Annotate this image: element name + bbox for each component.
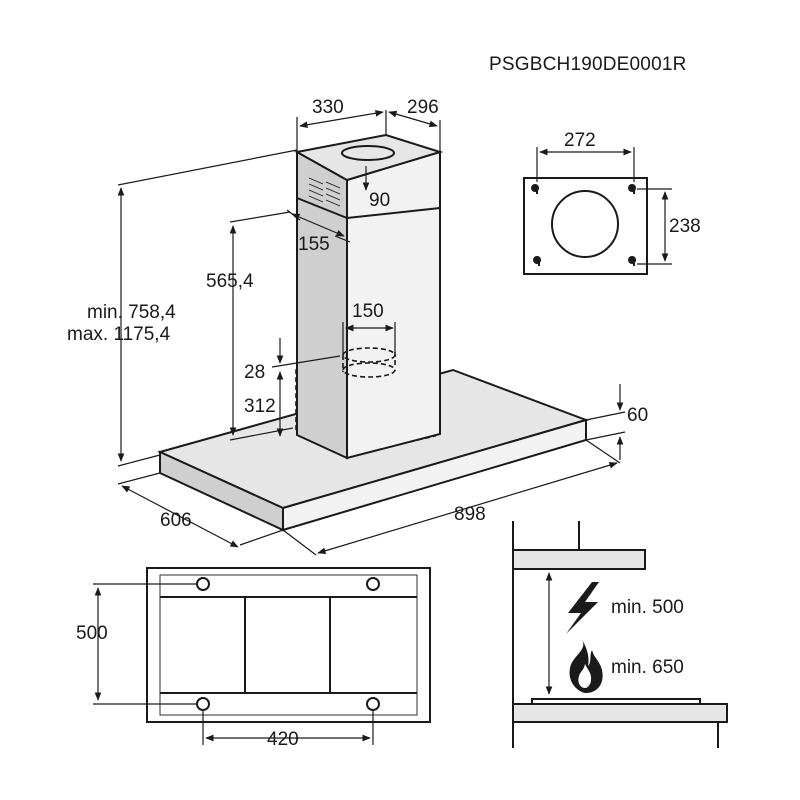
dim-bracket-height: 238: [669, 216, 701, 237]
document-code: PSGBCH190DE0001R: [489, 54, 687, 75]
clearance-electric-label: min. 500: [611, 597, 684, 618]
clearance-gas-label: min. 650: [611, 657, 684, 678]
dim-outlet-gap: 28: [244, 362, 265, 383]
dim-canopy-depth: 606: [160, 510, 192, 531]
canopy-inner: [159, 574, 418, 716]
dim-motor-height: 312: [244, 396, 276, 417]
clearance-side-view: [512, 521, 728, 748]
dim-bracket-width: 272: [564, 130, 596, 151]
motor-outlet: [342, 352, 396, 372]
bracket-top-view: [523, 147, 672, 275]
canopy-bottom-view: [93, 567, 431, 745]
bracket-hole: [551, 190, 619, 258]
dim-chimney-width: 330: [312, 97, 344, 118]
flame-icon: [569, 640, 603, 693]
fixing-hole: [366, 697, 380, 711]
dim-height-upper: 565,4: [206, 271, 254, 292]
dim-fixing-width: 420: [267, 729, 299, 750]
main-dimension-lines: [117, 109, 626, 556]
dim-outlet-diameter: 150: [352, 301, 384, 322]
chimney-joint: [296, 197, 441, 220]
motor-outlet-top: [342, 347, 396, 363]
canopy-outline: [146, 567, 431, 723]
dim-canopy-thickness: 60: [627, 405, 648, 426]
dim-height-min: min. 758,4: [87, 302, 176, 323]
chimney-side: [296, 150, 348, 460]
dim-canopy-width: 898: [454, 504, 486, 525]
lightning-icon: [566, 582, 599, 634]
dim-chimney-depth: 296: [407, 97, 439, 118]
fixing-hole: [366, 577, 380, 591]
dim-vent-offset: 90: [369, 190, 390, 211]
dim-fixing-depth: 500: [76, 623, 108, 644]
motor-outlet-bottom: [342, 362, 396, 378]
hob-side: [512, 703, 728, 723]
hood-side: [512, 549, 646, 570]
vent-slots: [308, 177, 341, 207]
bracket-plate: [523, 177, 648, 275]
fixing-hole: [196, 697, 210, 711]
dim-height-max: max. 1175,4: [67, 324, 171, 345]
dim-vent-depth: 155: [298, 234, 330, 255]
fixing-hole: [196, 577, 210, 591]
chimney-outlet: [341, 145, 395, 161]
